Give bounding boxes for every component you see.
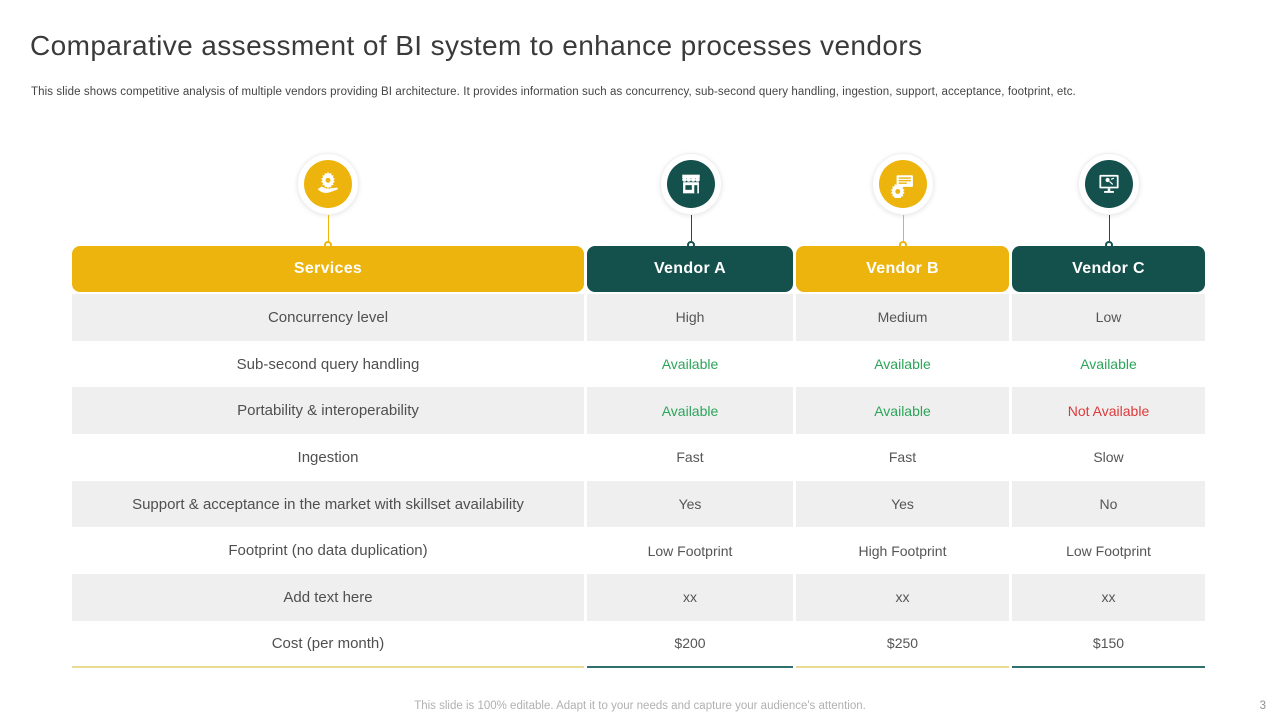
service-label: Cost (per month) [72,620,584,668]
value-cell: Available [796,387,1009,435]
value-cell: xx [796,574,1009,621]
monitor-icon [1085,160,1133,208]
column-icon-services [297,153,359,249]
value-cell: High [587,294,793,341]
value-cell: Available [1012,340,1205,388]
slide-subtitle: This slide shows competitive analysis of… [31,86,1076,98]
comparison-table: Services Vendor A Vendor B Vendor C Conc… [72,246,1205,668]
page-number: 3 [1259,700,1266,712]
connector-line [327,215,329,241]
value-cell: Slow [1012,434,1205,481]
service-label: Support & acceptance in the market with … [72,480,584,528]
connector-line [1108,215,1110,241]
hand-gear-icon [304,160,352,208]
icon-ring [1078,153,1140,215]
header-services: Services [72,246,584,292]
icon-ring [660,153,722,215]
value-cell: Available [587,340,793,388]
column-icon-vendor-c [1078,153,1140,249]
value-cell: Low [1012,294,1205,341]
table-row: Footprint (no data duplication)Low Footp… [72,527,1205,575]
connector-line [902,215,904,241]
table-header-row: Services Vendor A Vendor B Vendor C [72,246,1205,292]
header-vendor-a: Vendor A [587,246,793,292]
table-row: Cost (per month)$200$250$150 [72,620,1205,668]
service-label: Add text here [72,574,584,621]
presentation-gear-icon [879,160,927,208]
value-cell: xx [1012,574,1205,621]
value-cell: Not Available [1012,387,1205,435]
value-cell: Fast [587,434,793,481]
value-cell: Available [796,340,1009,388]
value-cell: xx [587,574,793,621]
table-row: Support & acceptance in the market with … [72,480,1205,528]
icon-ring [297,153,359,215]
column-icon-vendor-a [660,153,722,249]
service-label: Sub-second query handling [72,340,584,388]
value-cell: Available [587,387,793,435]
value-cell: Yes [587,480,793,528]
storefront-icon [667,160,715,208]
value-cell: Low Footprint [1012,527,1205,575]
icon-ring [872,153,934,215]
page-title: Comparative assessment of BI system to e… [30,30,923,61]
value-cell: Low Footprint [587,527,793,575]
value-cell: $250 [796,620,1009,668]
footer-note: This slide is 100% editable. Adapt it to… [414,700,866,712]
value-cell: Medium [796,294,1009,341]
service-label: Footprint (no data duplication) [72,527,584,575]
header-vendor-c: Vendor C [1012,246,1205,292]
value-cell: $200 [587,620,793,668]
value-cell: Yes [796,480,1009,528]
header-vendor-b: Vendor B [796,246,1009,292]
connector-line [690,215,692,241]
value-cell: No [1012,480,1205,528]
service-label: Ingestion [72,434,584,481]
service-label: Concurrency level [72,294,584,341]
column-icon-vendor-b [872,153,934,249]
value-cell: $150 [1012,620,1205,668]
value-cell: Fast [796,434,1009,481]
service-label: Portability & interoperability [72,387,584,435]
value-cell: High Footprint [796,527,1009,575]
